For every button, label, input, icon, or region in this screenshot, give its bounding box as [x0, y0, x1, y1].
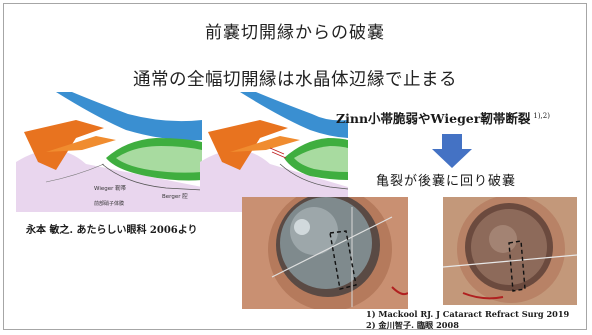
figure-credit: 永本 敏之. あたらしい眼科 2006より	[26, 221, 198, 236]
result-text: 亀裂が後嚢に回り破嚢	[376, 170, 516, 189]
slide-title: 前嚢切開縁からの破嚢	[4, 18, 586, 43]
slide: 前嚢切開縁からの破嚢 通常の全幅切開縁は水晶体辺縁で止まる Wieger 靭帯 …	[3, 3, 587, 330]
eye-anatomy-diagram-torn	[200, 92, 348, 212]
surgery-photo-2	[443, 197, 577, 305]
wieger-ligament-label: Wieger 靭帯	[94, 184, 127, 192]
vitreous-membrane-label: 前部硝子体膜	[94, 200, 124, 207]
references: 1) Mackool RJ. J Cataract Refract Surg 2…	[366, 309, 569, 330]
reference-2: 2) 金川智子. 臨眼 2008	[366, 320, 569, 330]
cause-reference: 1),2)	[533, 112, 550, 120]
berger-space-label: Berger 腔	[162, 192, 188, 200]
slide-subtitle: 通常の全幅切開縁は水晶体辺縁で止まる	[4, 66, 586, 91]
cause-label: Zinn小帯脆弱やWieger靭帯断裂	[336, 111, 530, 126]
reference-1: 1) Mackool RJ. J Cataract Refract Surg 2…	[366, 309, 569, 320]
down-arrow-icon	[432, 134, 472, 168]
surgery-photo-1	[242, 197, 408, 309]
eye-anatomy-diagram-normal: Wieger 靭帯 Berger 腔 前部硝子体膜	[16, 92, 202, 212]
